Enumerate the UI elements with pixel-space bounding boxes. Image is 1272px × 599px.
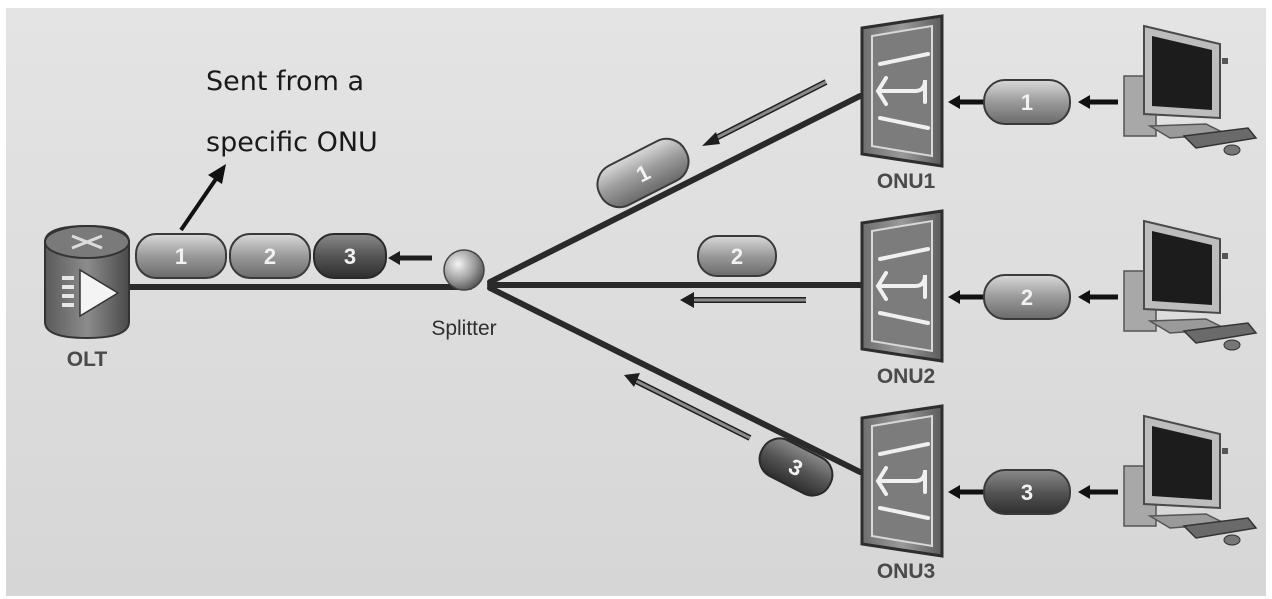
fiber-onu3 [487,285,863,475]
diagram-background [6,8,1266,596]
onu-packet: 3 [983,469,1071,515]
onu-packet-label: 2 [1021,285,1033,310]
splitter-device: Splitter [431,249,497,340]
branch-packet-2: 2 [697,235,777,277]
branch-packets: 1 2 3 [596,137,834,497]
fiber-links [125,93,863,475]
onu-packet: 1 [983,79,1071,125]
trunk-packet-3-label: 3 [344,244,356,269]
olt-router-icon [71,234,103,250]
trunk-packets: 1 2 3 [135,233,387,279]
annotation-line-1: Sent from a [206,66,364,97]
onu-label: ONU1 [877,170,936,193]
onu-device-icon [860,14,944,168]
fiber-onu1 [487,93,863,285]
splitter-label: Splitter [431,317,496,340]
olt-device: OLT [44,224,130,371]
direction-arrows [388,79,828,441]
branch-packet-2-label: 2 [731,244,743,269]
trunk-packet-1-label: 1 [175,244,187,269]
computer-icon [1123,24,1258,156]
onu-row-3: ONU3 3 [860,404,1258,583]
annotation-line-2: specific ONU [206,127,378,158]
computer-icon [1123,414,1258,546]
onu-label: ONU2 [877,365,935,388]
onu-packet-label: 1 [1021,90,1033,115]
olt-port-icon [62,268,120,318]
olt-label: OLT [67,348,108,371]
onu-row-1: ONU1 1 [860,14,1258,193]
trunk-packet-2-label: 2 [264,244,276,269]
onu-packet-label: 3 [1021,480,1033,505]
onu-label: ONU3 [877,560,935,583]
branch-packet-3: 3 [758,437,834,497]
annotation-arrow [179,164,226,232]
onu-row-2: ONU2 2 [860,209,1258,388]
computer-icon [1123,219,1258,351]
onu-packet: 2 [983,274,1071,320]
branch-packet-1: 1 [596,137,690,209]
trunk-packet-1: 1 [135,233,227,279]
onu-device-icon [860,404,944,558]
onu-device-icon [860,209,944,363]
trunk-packet-3: 3 [313,233,387,279]
trunk-packet-2: 2 [229,233,311,279]
